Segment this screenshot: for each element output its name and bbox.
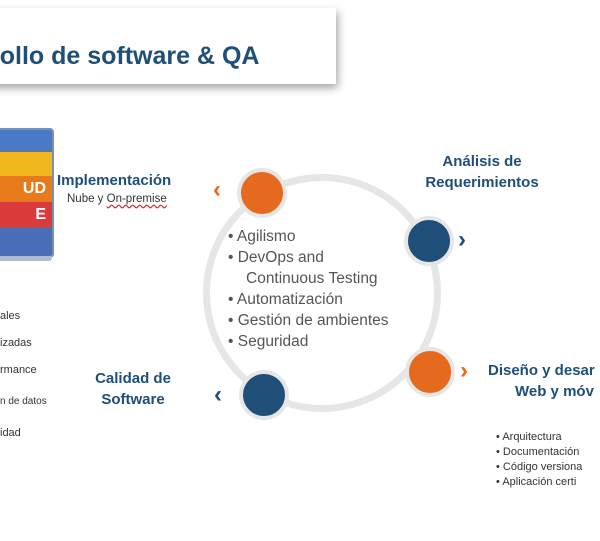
list-item: • Arquitectura — [496, 431, 562, 443]
list-item: • Gestión de ambientes — [228, 312, 389, 329]
stage-subtitle-implementacion: Nube y On-premise — [67, 193, 167, 205]
list-item: idad — [0, 427, 21, 439]
list-item: izadas — [0, 337, 32, 349]
laptop-base — [0, 256, 52, 261]
list-item: rmance — [0, 364, 37, 376]
laptop-band: UD — [0, 176, 52, 202]
stage-title-calidad: Calidad de Software — [95, 370, 171, 408]
chevron-right-icon: › — [458, 226, 466, 253]
node-calidad — [239, 370, 289, 420]
list-item: • Aplicación certi — [496, 476, 577, 488]
laptop-band-label: UD — [22, 180, 46, 197]
laptop-band — [0, 228, 52, 256]
list-item: • Código versiona — [496, 461, 583, 473]
laptop-illustration: UD E — [0, 128, 54, 258]
list-item: • Documentación — [496, 446, 580, 458]
title-box: rollo de software & QA — [0, 8, 336, 84]
chevron-left-icon: ‹ — [213, 176, 221, 203]
list-item: • Seguridad — [228, 333, 309, 350]
chevron-right-icon: › — [460, 357, 468, 384]
list-item: Continuous Testing — [246, 270, 378, 287]
stage-title-implementacion: Implementación — [57, 172, 172, 189]
node-analisis — [404, 216, 454, 266]
list-item: • Agilismo — [228, 228, 296, 245]
list-item: ales — [0, 310, 21, 322]
list-item: n de datos — [0, 396, 47, 407]
laptop-band — [0, 152, 52, 176]
node-implementacion — [237, 168, 287, 218]
laptop-band: E — [0, 202, 52, 228]
list-item: • Automatización — [228, 291, 343, 308]
stage-title-analisis: Análisis de Requerimientos — [425, 153, 539, 191]
center-practices-list: • Agilismo • DevOps and Continuous Testi… — [228, 226, 389, 352]
list-item: • DevOps and — [228, 249, 324, 266]
laptop-band — [0, 130, 52, 152]
page-title: rollo de software & QA — [0, 42, 260, 70]
laptop-band-label: E — [35, 206, 46, 223]
stage-title-diseno: Diseño y desar Web y móv — [488, 362, 595, 400]
cycle-ring — [203, 174, 441, 412]
chevron-left-icon: ‹ — [214, 381, 222, 408]
right-list: • Arquitectura • Documentación • Código … — [496, 430, 582, 490]
node-diseno — [405, 347, 455, 397]
